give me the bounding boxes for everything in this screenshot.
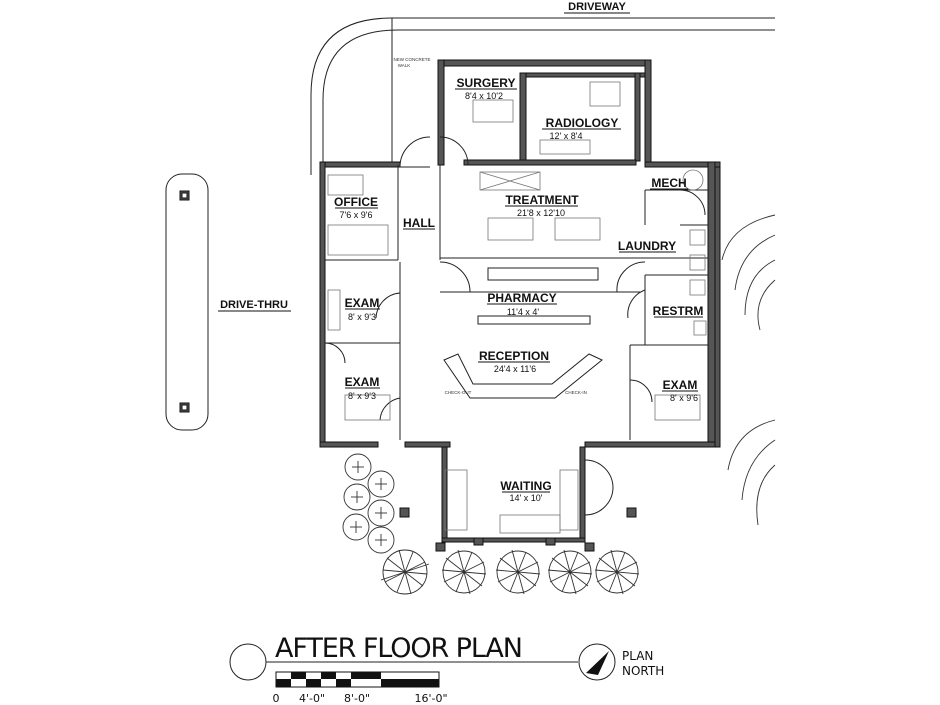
north-label-plan: PLAN: [622, 649, 653, 663]
check-out-label: CHECK-OUT: [445, 390, 472, 395]
reception-counter: [443, 353, 603, 399]
room-office-dims: 7'6 x 9'6: [340, 210, 373, 220]
room-laundry-name: LAUNDRY: [618, 239, 676, 253]
room-exam1-name: EXAM: [345, 296, 380, 310]
room-surgery-name: SURGERY: [457, 76, 516, 90]
room-radiology-name: RADIOLOGY: [546, 116, 619, 130]
interior-walls: [325, 165, 708, 440]
drive-thru-island: [165, 173, 209, 431]
room-exam3-name: EXAM: [663, 378, 698, 392]
trees: [380, 214, 776, 595]
room-labels: SURGERY 8'4 x 10'2 RADIOLOGY 12' x 8'4 M…: [334, 76, 703, 503]
room-office-name: OFFICE: [334, 195, 378, 209]
shrubs: [342, 453, 637, 554]
room-mech-name: MECH: [651, 176, 686, 190]
room-treatment-name: TREATMENT: [505, 193, 579, 207]
exterior-walls: [319, 59, 721, 543]
scale-label-16: 16'-0": [414, 692, 447, 705]
scale-label-8: 8'-0": [344, 692, 370, 705]
plan-title: AFTER FLOOR PLAN: [275, 633, 523, 664]
doors: [324, 136, 706, 516]
room-exam3-dims: 8' x 9'6: [670, 393, 698, 403]
room-pharmacy-name: PHARMACY: [487, 291, 556, 305]
room-exam2-dims: 8' x 9'3: [348, 391, 376, 401]
north-arrow-icon: [578, 643, 616, 681]
room-radiology-dims: 12' x 8'4: [550, 131, 583, 141]
room-exam1-dims: 8' x 9'3: [348, 312, 376, 322]
drive-thru-label: DRIVE-THRU: [220, 299, 288, 311]
north-label-north: NORTH: [622, 664, 664, 678]
room-waiting-dims: 14' x 10': [510, 493, 543, 503]
room-restrm-name: RESTRM: [653, 304, 704, 318]
room-waiting-name: WAITING: [500, 479, 551, 493]
driveway-label: DRIVEWAY: [568, 1, 626, 13]
room-pharmacy-dims: 11'4 x 4': [507, 307, 540, 317]
check-in-label: CHECK-IN: [565, 390, 587, 395]
furniture: [327, 81, 707, 534]
room-exam2-name: EXAM: [345, 375, 380, 389]
title-block: AFTER FLOOR PLAN PLAN NORTH 0 4'-0" 8'-0…: [229, 633, 664, 705]
room-reception-name: RECEPTION: [479, 349, 549, 363]
room-reception-dims: 24'4 x 11'6: [494, 364, 536, 374]
walk-note-2: WALK: [398, 63, 411, 68]
room-surgery-dims: 8'4 x 10'2: [465, 91, 503, 101]
room-treatment-dims: 21'8 x 12'10: [517, 208, 565, 218]
title-circle: [229, 643, 267, 681]
scale-bar: [275, 671, 440, 688]
walk-note-1: NEW CONCRETE: [394, 57, 431, 62]
driveway-curb: [310, 17, 775, 175]
room-hall-name: HALL: [403, 216, 435, 230]
scale-label-4: 4'-0": [299, 692, 325, 705]
scale-label-0: 0: [273, 692, 280, 705]
